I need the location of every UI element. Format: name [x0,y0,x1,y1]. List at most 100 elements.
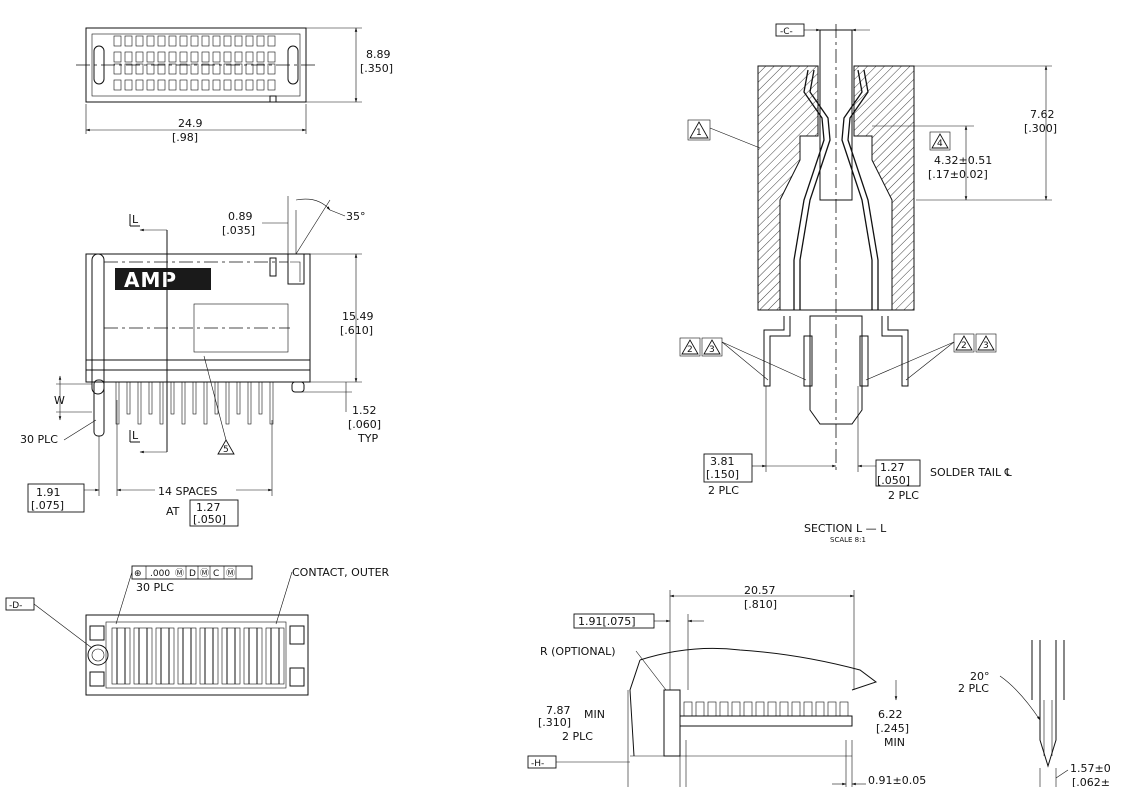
contact-outer: CONTACT, OUTER [292,566,390,579]
board-depth-in: [.245] [876,722,909,735]
contact-pad [157,79,166,91]
contact-cell [265,627,285,685]
section-height-in: [.300] [1024,122,1057,135]
contact-pad [113,51,122,63]
contact-cell [155,627,175,685]
note-5: 5 [223,445,229,455]
radius-label: R (OPTIONAL) [540,645,616,658]
contact-pad [212,35,221,47]
contact-pad [190,79,199,91]
board-min-plc: 2 PLC [562,730,593,743]
section-right-mm: 1.27 [880,461,905,474]
board-pin [803,701,813,717]
board-pin [683,701,693,717]
board-pin [791,701,801,717]
front-pin [148,381,153,415]
amp-logo: AMP [124,268,177,292]
contact-pad [157,63,166,75]
section-scale: SCALE 8:1 [830,536,866,544]
tol-value: .000 [150,569,170,579]
tol-m2: Ⓜ [200,568,209,579]
contact-pad [135,79,144,91]
contact-cell [111,627,131,685]
spaces-label: 14 SPACES [158,485,217,498]
board-pin [767,701,777,717]
board-pin [731,701,741,717]
offset-in: [.075] [31,499,64,512]
front-pin [137,381,142,425]
note-4: 4 [937,139,943,149]
contact-pad [168,79,177,91]
contact-pad [157,51,166,63]
tail-in: [.060] [348,418,381,431]
contact-pad [212,79,221,91]
contact-cell [243,627,263,685]
contact-pad [267,51,276,63]
contact-pad [256,35,265,47]
contact-cell [199,627,219,685]
note-2-right: 2 [961,341,967,351]
section-height-mm: 7.62 [1030,108,1055,121]
note-3-right: 3 [983,341,989,351]
contact-pad [146,35,155,47]
board-width-in: [.810] [744,598,777,611]
contact-pad [157,35,166,47]
contact-pad [212,51,221,63]
board-hole: 0.91±0.05 [868,774,926,787]
contact-pad [124,35,133,47]
contact-pad [113,35,122,47]
detail-angle: 20° [970,670,990,683]
front-pin [192,381,197,415]
contact-pad [256,51,265,63]
board-pin [839,701,849,717]
front-pin [159,381,164,425]
front-height-in: [.610] [340,324,373,337]
contact-pad [190,35,199,47]
at-label: AT [166,505,180,518]
section-left-plc: 2 PLC [708,484,739,497]
contact-pad [190,51,199,63]
contact-pad [223,63,232,75]
contact-pad [245,35,254,47]
contact-pad [245,51,254,63]
board-pin [779,701,789,717]
board-min-word: MIN [584,708,605,721]
board-pin [743,701,753,717]
section-letter-bottom: L [132,429,139,442]
contact-pad [234,35,243,47]
contact-pad [113,63,122,75]
solder-tail-label: SOLDER TAIL ℄ [930,466,1012,479]
tol-c: C [213,569,219,579]
contact-pad [201,63,210,75]
section-left-in: [.150] [706,468,739,481]
contact-pad [223,35,232,47]
top-width-mm: 24.9 [178,117,203,130]
detail-dim-mm: 1.57±0 [1070,762,1111,775]
ramp-mm: 0.89 [228,210,253,223]
note-3-left: 3 [709,345,715,355]
board-depth-min: MIN [884,736,905,749]
contact-pad [267,35,276,47]
contact-pad [135,63,144,75]
contact-pad [113,79,122,91]
contact-pad [179,51,188,63]
pitch-mm: 1.27 [196,501,221,514]
section-right-plc: 2 PLC [888,489,919,502]
front-pin [258,381,263,415]
contact-pad [135,35,144,47]
contact-cell [221,627,241,685]
board-pin [827,701,837,717]
contact-pad [234,63,243,75]
front-pin [115,381,120,425]
tol-m3: Ⓜ [226,568,235,579]
section-depth-mm: 4.32±0.51 [934,154,992,167]
contact-pad [124,51,133,63]
contact-pad [267,79,276,91]
front-pin [203,381,208,425]
board-pin [695,701,705,717]
front-pin [225,381,230,425]
contact-pad [234,51,243,63]
section-depth-in: [.17±0.02] [928,168,988,181]
section-title: SECTION L — L [804,522,887,535]
